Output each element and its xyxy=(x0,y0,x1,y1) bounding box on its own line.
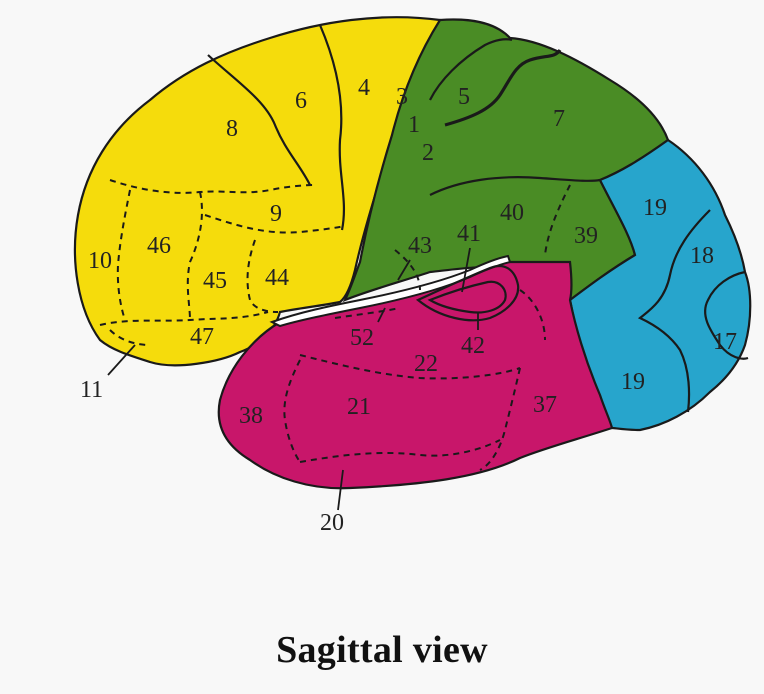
occipital-inner-boundary xyxy=(637,209,711,413)
frontal-boundary-8-6 xyxy=(207,54,311,186)
label-area-45: 45 xyxy=(203,268,227,294)
label-area-38: 38 xyxy=(239,403,263,429)
label-area-9: 9 xyxy=(270,201,282,227)
label-area-1: 1 xyxy=(408,112,420,138)
label-area-22: 22 xyxy=(414,351,438,377)
dashed-46-45 xyxy=(186,191,203,321)
occipital-17-boundary xyxy=(703,270,749,360)
label-area-21: 21 xyxy=(347,394,371,420)
label-area-5: 5 xyxy=(458,84,470,110)
lateral-sulcus xyxy=(269,254,512,328)
label-area-2: 2 xyxy=(422,140,434,166)
parietal-boundary-3-5 xyxy=(429,38,513,101)
label-area-19-lower: 19 xyxy=(621,369,645,395)
label-area-37: 37 xyxy=(533,392,557,418)
dashed-42-37 xyxy=(519,289,546,341)
leader-line-11 xyxy=(107,344,136,376)
label-area-18: 18 xyxy=(690,243,714,269)
dashed-11 xyxy=(109,329,151,346)
dashed-46-10 xyxy=(116,189,131,321)
parietal-inferior-boundary xyxy=(429,176,601,196)
label-area-4: 4 xyxy=(358,75,370,101)
dashed-37-22 xyxy=(479,367,521,471)
label-area-8: 8 xyxy=(226,116,238,142)
frontal-boundary-6-4 xyxy=(318,24,346,231)
leader-line-52 xyxy=(377,307,386,323)
dashed-20-21 xyxy=(299,439,501,463)
label-area-39: 39 xyxy=(574,223,598,249)
label-area-41: 41 xyxy=(457,221,481,247)
label-area-6: 6 xyxy=(295,88,307,114)
label-area-17: 17 xyxy=(713,329,737,355)
leader-line-41 xyxy=(461,247,471,293)
label-area-7: 7 xyxy=(553,106,565,132)
label-area-19-upper: 19 xyxy=(643,195,667,221)
leader-line-43 xyxy=(397,259,411,281)
label-area-43: 43 xyxy=(408,233,432,259)
dashed-9-lower xyxy=(204,214,346,234)
brain-sagittal-diagram: 1 2 3 4 5 6 7 8 9 10 11 17 18 19 19 20 2… xyxy=(73,16,752,536)
occipital-lobe-region xyxy=(568,138,752,432)
label-area-11: 11 xyxy=(80,377,103,403)
diagram-caption: Sagittal view xyxy=(276,629,488,671)
label-area-10: 10 xyxy=(88,248,112,274)
parietal-boundary-5-7 xyxy=(444,48,562,127)
dashed-43 xyxy=(394,249,421,291)
label-area-47: 47 xyxy=(190,324,214,350)
label-area-52: 52 xyxy=(350,325,374,351)
label-area-42: 42 xyxy=(461,333,485,359)
dashed-40-39 xyxy=(544,184,571,256)
transverse-gyrus-inner xyxy=(427,280,507,314)
label-area-20: 20 xyxy=(320,510,344,536)
leader-line-20 xyxy=(337,469,344,511)
label-area-46: 46 xyxy=(147,233,171,259)
dashed-22-21 xyxy=(299,354,521,380)
label-area-44: 44 xyxy=(265,265,289,291)
dashed-52 xyxy=(334,307,401,319)
label-area-3: 3 xyxy=(396,84,408,110)
dashed-47 xyxy=(99,311,269,326)
label-area-40: 40 xyxy=(500,200,524,226)
